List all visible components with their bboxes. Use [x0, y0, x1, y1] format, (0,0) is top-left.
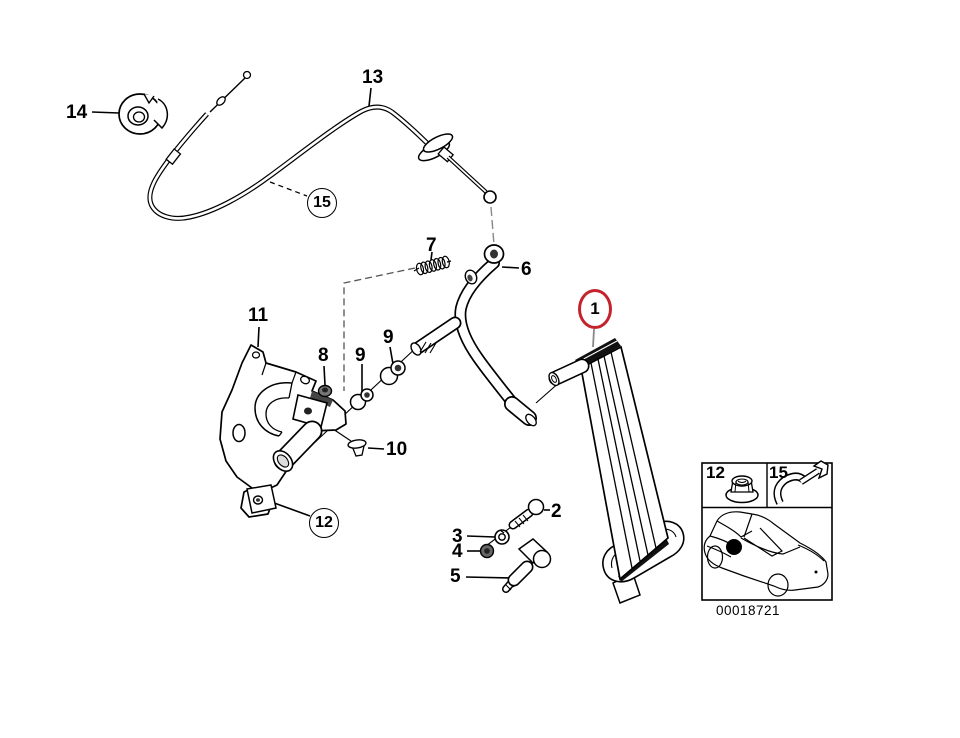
diagram-image-number: 00018721 — [716, 603, 781, 618]
inset-lock-nut-icon — [725, 475, 759, 504]
ball-socket-icon — [502, 538, 552, 593]
callout-13: 13 — [362, 67, 384, 88]
leader-15-dashed — [269, 181, 308, 197]
location-dot — [726, 539, 742, 555]
callout-5: 5 — [450, 566, 461, 587]
inset-label-15: 15 — [769, 463, 788, 482]
nut-8-icon — [317, 384, 333, 398]
callout-9-right: 9 — [383, 327, 394, 348]
leader-lines — [91, 87, 550, 579]
support-bracket-icon — [219, 344, 347, 518]
spring-mount-dashed-line — [343, 267, 416, 391]
callout-10: 10 — [386, 439, 408, 460]
return-spring-icon — [413, 255, 452, 276]
bushing-9-right-icon — [379, 360, 406, 386]
callout-15-circled: 15 — [307, 188, 337, 218]
red-callout-leader — [592, 328, 595, 348]
inset-label-12: 12 — [706, 463, 725, 482]
lock-nut-icon — [479, 543, 495, 559]
callout-14: 14 — [66, 102, 88, 123]
accelerator-pedal-icon — [548, 338, 685, 604]
expansion-rivet-icon — [347, 439, 367, 457]
callout-12-circled: 12 — [309, 508, 339, 538]
pedal-lever-icon — [410, 244, 537, 427]
ball-pin-icon — [508, 498, 545, 530]
throttle-cable-icon — [147, 70, 497, 221]
cable-end-fitting — [417, 133, 455, 163]
washer-icon — [494, 529, 510, 545]
callout-7: 7 — [426, 235, 437, 256]
callout-1-highlighted: 1 — [578, 289, 612, 329]
cable-grommet-icon — [118, 93, 169, 135]
callout-9-left: 9 — [355, 345, 366, 366]
callout-3: 3 — [452, 526, 463, 547]
inset-clip-icon — [773, 460, 829, 505]
inset-box — [701, 460, 833, 601]
cable-to-lever-dashed-line — [490, 206, 495, 246]
bushing-9-left-icon — [349, 388, 374, 411]
callout-8: 8 — [318, 345, 329, 366]
callout-2: 2 — [551, 501, 562, 522]
car-location-icon — [703, 511, 829, 597]
callout-11: 11 — [248, 305, 269, 326]
callout-6: 6 — [521, 259, 532, 280]
callout-4: 4 — [452, 541, 463, 562]
